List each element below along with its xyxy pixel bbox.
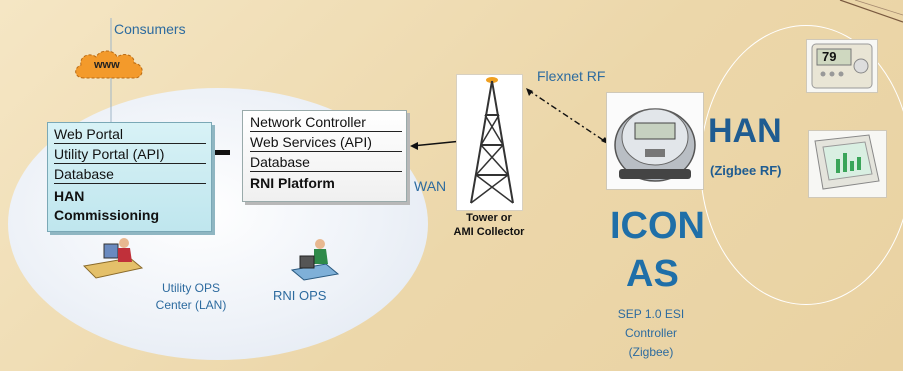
www-cloud: www — [70, 46, 150, 88]
thermostat-reading: 79 — [822, 49, 837, 64]
han-commissioning-line1: HAN — [54, 188, 85, 204]
consumers-label: Consumers — [114, 21, 186, 37]
rf-link — [527, 89, 607, 143]
esi-desc-line2: Controller — [624, 326, 678, 340]
network-controller-row: Network Controller — [250, 114, 402, 132]
panel-connector — [214, 150, 230, 155]
utility-systems-panel: Web Portal Utility Portal (API) Database… — [47, 122, 212, 232]
web-services-row: Web Services (API) — [250, 134, 402, 152]
han-title: HAN — [708, 112, 782, 150]
rni-platform-panel: Network Controller Web Services (API) Da… — [242, 110, 407, 202]
han-commissioning-line2: Commissioning — [54, 207, 160, 223]
wan-label: WAN — [414, 178, 447, 194]
tower-label: Tower or AMI Collector — [446, 211, 532, 239]
tower-box — [456, 74, 523, 211]
rni-database-row: Database — [250, 154, 402, 172]
utility-portal-row: Utility Portal (API) — [54, 146, 206, 164]
operator-laptop-icon — [290, 239, 340, 281]
cloud-icon — [75, 50, 143, 79]
display-box — [808, 130, 887, 198]
rni-platform-label: RNI Platform — [250, 175, 335, 191]
www-label: www — [94, 59, 120, 71]
tower-icon — [470, 77, 514, 204]
as-label: AS — [626, 253, 679, 295]
icon-label: ICON — [610, 205, 705, 247]
esi-controller-desc: SEP 1.0 ESI Controller (Zigbee) — [604, 305, 698, 362]
thermostat-box: 79 — [806, 39, 878, 93]
rni-ops-figure — [290, 236, 340, 284]
smart-meter-icon — [614, 108, 696, 182]
wan-link — [411, 140, 463, 147]
utility-ops-label: Utility OPS Center (LAN) — [141, 280, 241, 314]
rni-ops-label: RNI OPS — [273, 288, 327, 303]
web-portal-row: Web Portal — [54, 126, 206, 144]
utility-ops-line2: Center (LAN) — [155, 298, 227, 312]
operator-desk-icon — [82, 238, 144, 279]
han-commissioning: HAN Commissioning — [54, 187, 159, 225]
han-subtitle: (Zigbee RF) — [710, 163, 782, 178]
in-home-display-icon — [814, 134, 880, 190]
meter-box — [606, 92, 704, 190]
utility-ops-figure — [80, 234, 144, 284]
esi-desc-line1: SEP 1.0 ESI — [617, 307, 685, 321]
flexnet-rf-label: Flexnet RF — [537, 68, 606, 84]
tower-label-line2: AMI Collector — [453, 226, 525, 238]
esi-desc-line3: (Zigbee) — [628, 345, 674, 359]
thermostat-icon — [811, 43, 873, 89]
tower-label-line1: Tower or — [466, 212, 512, 224]
database-row: Database — [54, 166, 206, 184]
utility-ops-line1: Utility OPS — [161, 281, 220, 295]
